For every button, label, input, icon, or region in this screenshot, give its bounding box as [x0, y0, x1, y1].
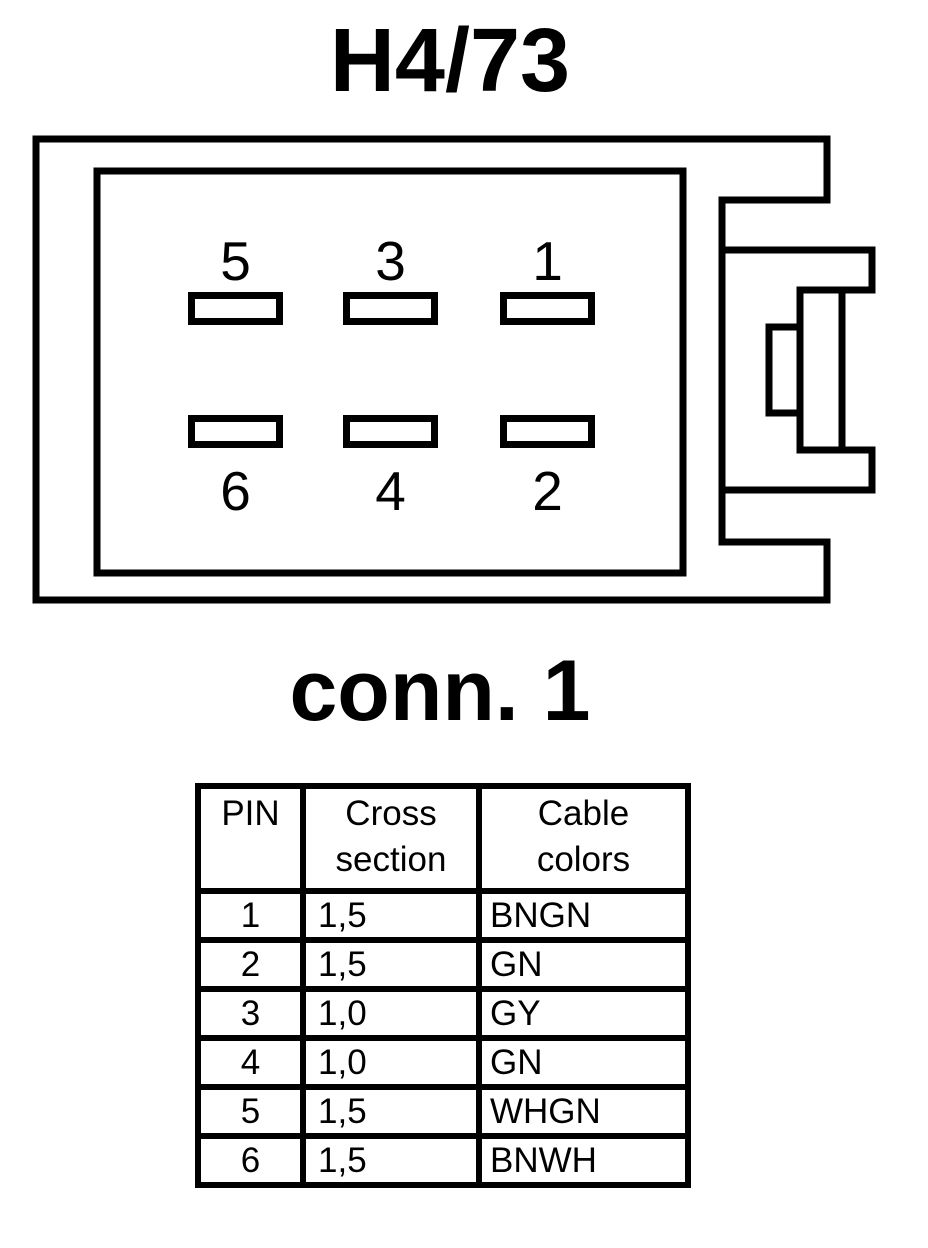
connector-id-title: H4/73: [329, 11, 571, 111]
pin-number-label: 5: [220, 230, 251, 292]
latch-key-tab: [765, 323, 804, 417]
cross-section-cell: 1,5: [300, 937, 482, 992]
pin-number-label: 2: [532, 460, 563, 522]
connector-inner-cavity: [93, 167, 687, 577]
pin-number-label: 3: [375, 230, 406, 292]
connector-caption: conn. 1: [289, 643, 591, 739]
cable-colors-cell: WHGN: [476, 1084, 691, 1139]
connector-housing-outline: [32, 135, 831, 604]
cross-section-cell: 1,0: [300, 1035, 482, 1090]
pin-slot: [500, 415, 595, 448]
pin-slot: [188, 415, 283, 448]
pin-number-label: 4: [375, 460, 406, 522]
cable-colors-cell: BNWH: [476, 1133, 691, 1188]
pin-slot: [188, 292, 283, 325]
cable-colors-column-header: Cable colors: [476, 783, 691, 894]
cable-colors-cell: GN: [476, 1035, 691, 1090]
cable-colors-cell: BNGN: [476, 888, 691, 943]
cross-section-cell: 1,0: [300, 986, 482, 1041]
table-header-row: PIN Cross section Cable colors: [195, 783, 691, 894]
cross-section-column-header: Cross section: [300, 783, 482, 894]
pin-cell: 1: [195, 888, 306, 943]
pin-cell: 5: [195, 1084, 306, 1139]
pin-column-header: PIN: [195, 783, 306, 894]
pin-cell: 2: [195, 937, 306, 992]
cable-colors-cell: GN: [476, 937, 691, 992]
pin-slot: [343, 415, 438, 448]
cross-section-cell: 1,5: [300, 1084, 482, 1139]
cross-section-cell: 1,5: [300, 888, 482, 943]
pin-slot: [343, 292, 438, 325]
cable-colors-cell: GY: [476, 986, 691, 1041]
pin-slot: [500, 292, 595, 325]
pin-number-label: 6: [220, 460, 251, 522]
pin-cell: 6: [195, 1133, 306, 1188]
pin-number-label: 1: [532, 230, 563, 292]
pin-cell: 4: [195, 1035, 306, 1090]
pin-cell: 3: [195, 986, 306, 1041]
cross-section-cell: 1,5: [300, 1133, 482, 1188]
